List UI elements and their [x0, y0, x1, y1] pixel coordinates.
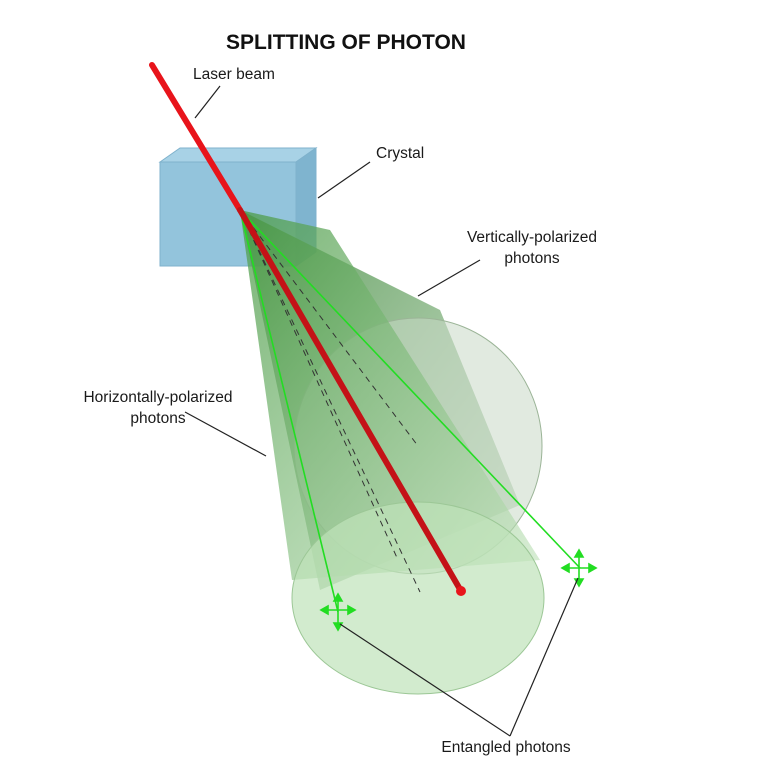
label-vertical-line1: Vertically-polarized: [467, 229, 597, 246]
label-vertical-line2: photons: [504, 250, 559, 267]
label-horizontal-line1: Horizontally-polarized: [83, 389, 232, 406]
label-laser-beam: Laser beam: [193, 66, 275, 83]
diagram-title: SPLITTING OF PHOTON: [226, 31, 466, 54]
cone-axes: [239, 209, 421, 593]
photon-rays: [239, 209, 581, 613]
label-horizontal-line2: photons: [130, 410, 185, 427]
laser-beam: [149, 62, 466, 596]
horizontal-photon-cone: [240, 210, 545, 695]
label-crystal: Crystal: [376, 145, 424, 162]
entangled-photon-marker-left: [319, 592, 357, 632]
leader-lines: [184, 85, 579, 737]
label-entangled-photons: Entangled photons: [441, 739, 571, 756]
